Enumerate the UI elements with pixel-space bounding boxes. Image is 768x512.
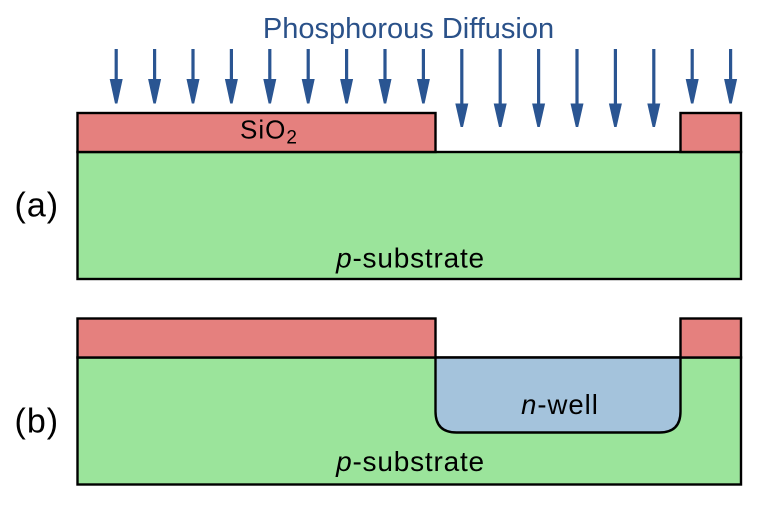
svg-text:(b): (b) [15,403,60,441]
svg-text:(a): (a) [15,187,60,225]
svg-text:p-substrate: p-substrate [335,446,485,477]
svg-text:p-substrate: p-substrate [335,242,485,273]
svg-text:n-well: n-well [521,389,599,420]
svg-text:Phosphorous Diffusion: Phosphorous Diffusion [263,13,554,45]
